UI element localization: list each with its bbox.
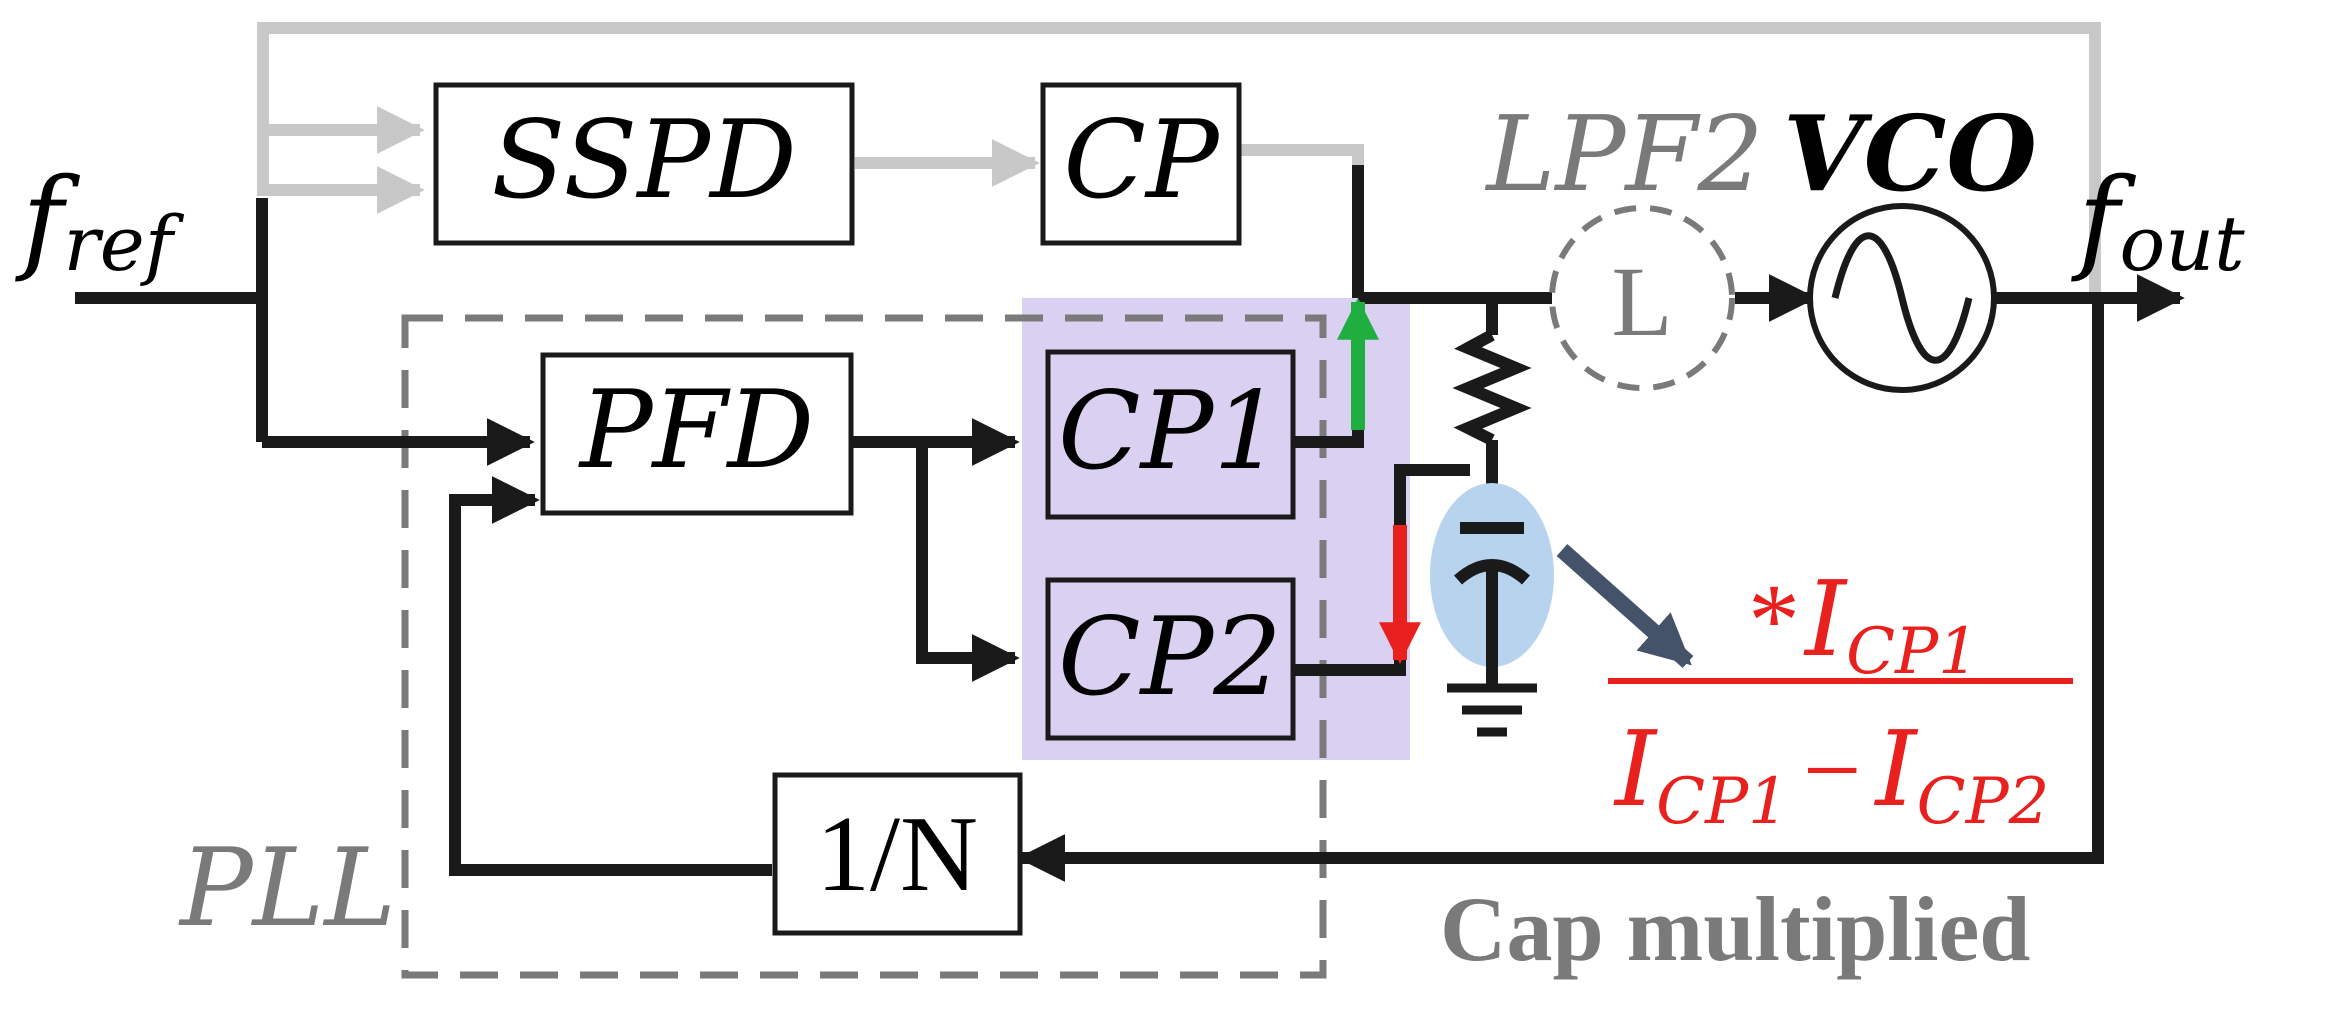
pfd-block: PFD: [540, 352, 854, 516]
sspd-label: SSPD: [491, 98, 796, 223]
cp-block: CP: [1040, 82, 1242, 246]
cap-multiplied-label: Cap multiplied: [1440, 878, 2030, 980]
f-ref-label: fref: [15, 155, 185, 288]
cp2-block: CP2: [1045, 577, 1296, 741]
cap-multiplier-formula: * ICP1 ICP1−ICP2: [1608, 558, 2073, 839]
cp-label: CP: [1063, 98, 1221, 223]
divider-block: 1/N: [772, 772, 1023, 936]
sspd-block: SSPD: [433, 82, 855, 246]
divider-label: 1/N: [816, 795, 978, 914]
lpf2-label: LPF2: [1484, 93, 1763, 215]
f-out-label: fout: [2071, 155, 2245, 288]
cp1-block: CP1: [1045, 349, 1296, 520]
charge-pump-highlight: [1022, 298, 1410, 760]
pll-label: PLL: [178, 826, 396, 951]
ground-icon: [1447, 648, 1537, 737]
formula-star: *: [1748, 563, 1800, 678]
cp2-label: CP2: [1058, 595, 1282, 720]
formula-numerator: ICP1: [1803, 558, 1979, 689]
sine-wave-icon: [1831, 232, 1973, 364]
cp1-label: CP1: [1058, 369, 1282, 494]
f-ref-sub: ref: [63, 199, 184, 288]
vco-label: VCO: [1783, 92, 2037, 215]
pfd-label: PFD: [578, 368, 814, 493]
sspd-gray-path: [257, 22, 2101, 295]
inductor-label: L: [1611, 246, 1672, 357]
f-out-sub: out: [2119, 199, 2245, 288]
formula-pointer-arrow: [1556, 544, 1694, 668]
formula-denominator: ICP1−ICP2: [1613, 708, 2049, 839]
wiring: [75, 165, 2185, 882]
lpf2-inductor-circle: [1549, 205, 1735, 391]
capacitor-icon: [1454, 522, 1530, 648]
pll-boundary: [401, 314, 1327, 979]
